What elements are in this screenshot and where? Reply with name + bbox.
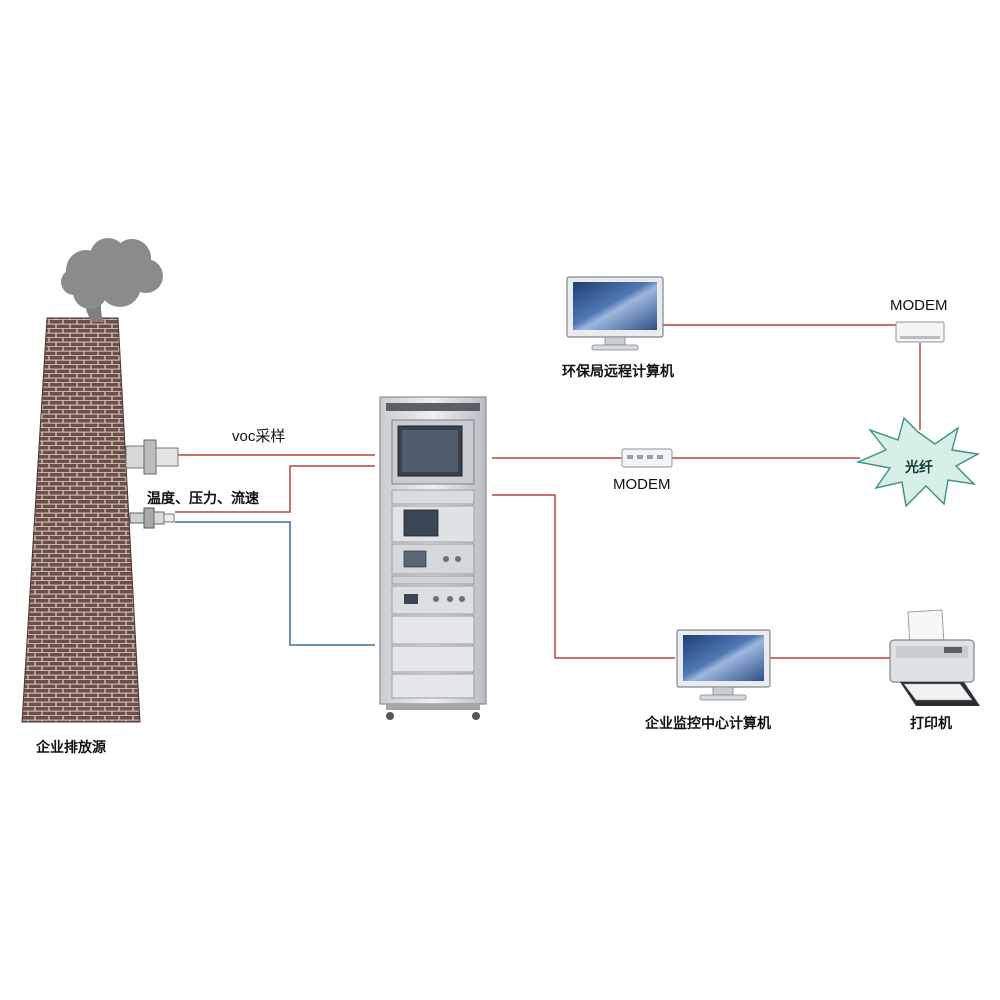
monitor-icon (566, 276, 664, 351)
temp-pressure-line (175, 465, 375, 513)
monitor-icon (676, 629, 771, 701)
source-label: 企业排放源 (36, 740, 106, 756)
modem-icon (621, 448, 673, 468)
epb-computer-label: 环保局远程计算机 (562, 364, 674, 380)
fiber-label: 光纤 (905, 460, 933, 476)
smoke-cloud-icon (61, 238, 163, 322)
sampling-probe-icon (125, 439, 179, 475)
voc-sampling-label: voc采样 (232, 428, 286, 445)
brick-chimney-icon (21, 317, 141, 723)
sensor-probe-icon (129, 507, 175, 529)
cabinet-enterprise-line (492, 494, 675, 659)
modem-icon (895, 321, 945, 343)
temp-pressure-flow-label: 温度、压力、流速 (147, 491, 259, 507)
printer-label: 打印机 (910, 716, 952, 732)
fiber-burst-icon (855, 416, 981, 508)
connection-lines (175, 324, 921, 659)
analyzer-cabinet-icon (379, 396, 487, 720)
modem-mid-label: MODEM (613, 476, 671, 493)
enterprise-computer-label: 企业监控中心计算机 (645, 716, 771, 732)
modem-top-label: MODEM (890, 297, 948, 314)
printer-icon (889, 609, 980, 706)
sensor-blue-line (175, 521, 375, 646)
